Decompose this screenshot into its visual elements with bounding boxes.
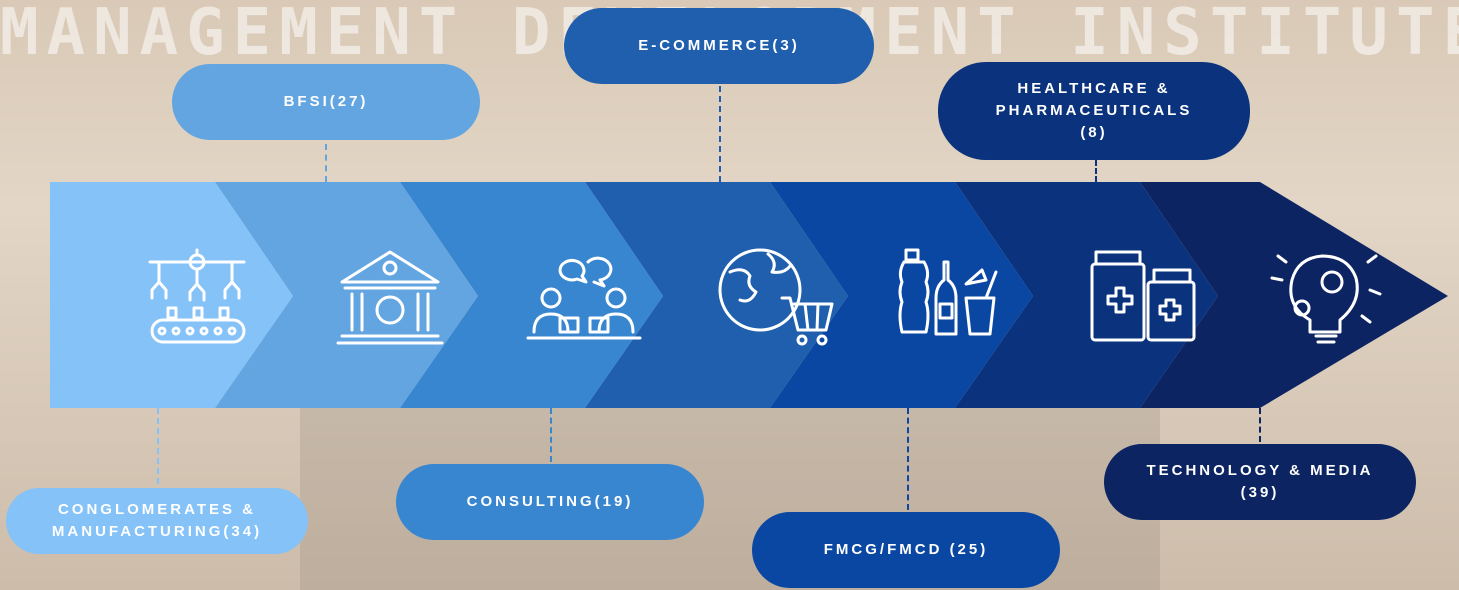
arrow-segment-4 bbox=[585, 182, 848, 408]
consulting-meeting-icon bbox=[526, 256, 642, 340]
sector-label-technology: TECHNOLOGY & MEDIA (39) bbox=[1104, 444, 1416, 520]
sector-label-consulting: CONSULTING(19) bbox=[396, 464, 704, 540]
globe-shopping-cart-icon bbox=[718, 248, 834, 346]
sector-label-healthcare: HEALTHCARE & PHARMACEUTICALS (8) bbox=[938, 62, 1250, 160]
lightbulb-gears-icon bbox=[1270, 254, 1382, 344]
arrow-segment-2 bbox=[215, 182, 478, 408]
connector-fmcg bbox=[907, 408, 909, 510]
connector-consulting bbox=[550, 408, 552, 462]
arrow-segment-3 bbox=[400, 182, 663, 408]
sector-label-conglomerates: CONGLOMERATES & MANUFACTURING(34) bbox=[6, 488, 308, 554]
sector-label-ecommerce: E-COMMERCE(3) bbox=[564, 8, 874, 84]
connector-bfsi bbox=[325, 144, 327, 182]
connector-ecommerce bbox=[719, 86, 721, 182]
beverage-bottles-icon bbox=[898, 248, 998, 336]
sector-label-fmcg: FMCG/FMCD (25) bbox=[752, 512, 1060, 588]
arrow-segment-7 bbox=[1140, 182, 1448, 408]
connector-technology bbox=[1259, 408, 1261, 442]
bank-building-icon bbox=[336, 250, 444, 345]
arrow-segment-6 bbox=[955, 182, 1218, 408]
arrow-segment-1 bbox=[50, 182, 293, 408]
sector-label-bfsi: BFSI(27) bbox=[172, 64, 480, 140]
connector-healthcare bbox=[1095, 160, 1097, 182]
connector-conglomerates bbox=[157, 408, 159, 484]
medicine-bottles-icon bbox=[1090, 250, 1196, 342]
factory-robot-arms-conveyor-icon bbox=[148, 248, 246, 344]
